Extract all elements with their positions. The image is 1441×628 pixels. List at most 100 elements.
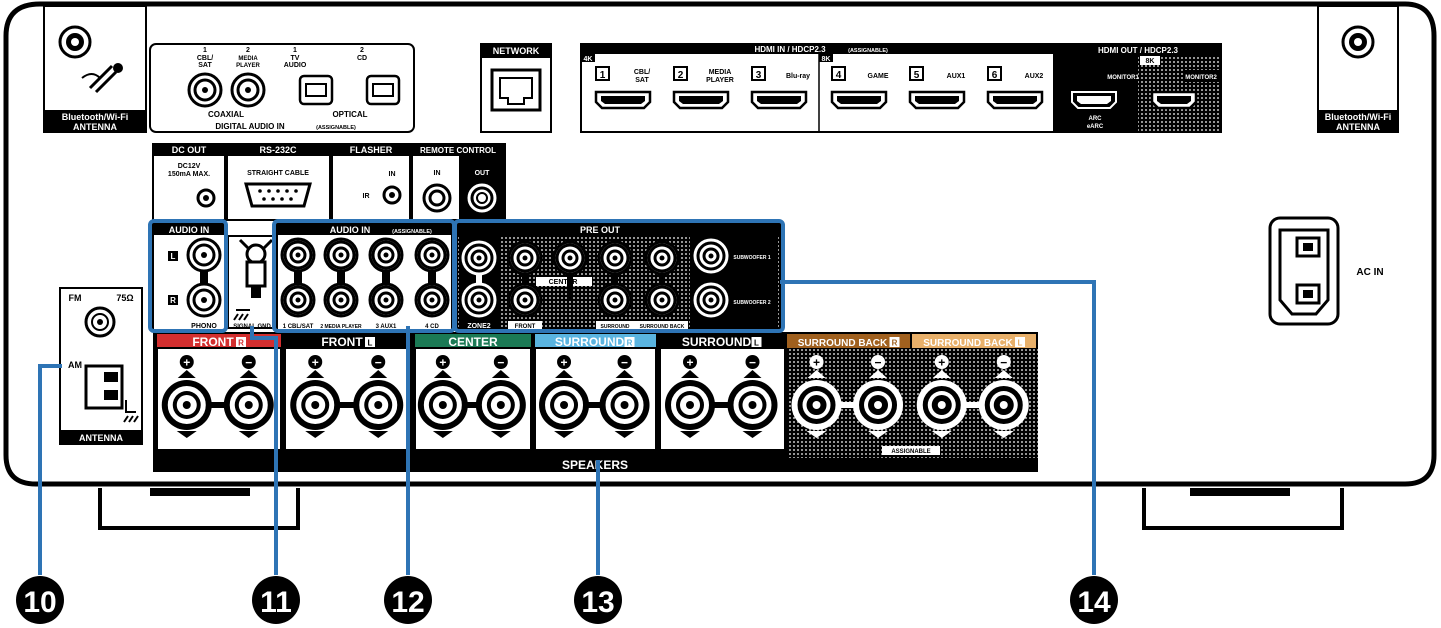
- callout-number-12: 12: [391, 586, 424, 619]
- bt-left-line2: ANTENNA: [73, 122, 117, 132]
- hdmi-in-section: HDMI IN / HDCP2.3 (ASSIGNABLE) 4K 8K: [580, 43, 1055, 133]
- speaker-polarity-4-pos: +: [561, 356, 568, 370]
- pre-out-jack-surround-l: [597, 240, 633, 276]
- audio-in-pair-3: [368, 237, 404, 318]
- speaker-polarity-4-neg: −: [621, 356, 628, 370]
- pre-out-zone2: ZONE2: [467, 323, 490, 330]
- coaxial-label: COAXIAL: [208, 110, 244, 119]
- phono-l: L: [171, 252, 176, 261]
- hdmi-in-title: HDMI IN / HDCP2.3: [754, 45, 826, 54]
- rca-jack-r-1: [280, 282, 316, 318]
- speakers-assignable: ASSIGNABLE: [891, 449, 930, 455]
- assign-label-4: 4 CD: [425, 324, 439, 330]
- pre-out-jack-surround-r: [597, 282, 633, 318]
- network-label: NETWORK: [493, 46, 540, 56]
- dc-out-l1: DC12V: [178, 163, 201, 170]
- speaker-side-6: R: [892, 339, 898, 348]
- speakers-title: SPEAKERS: [562, 458, 628, 472]
- pre-out-jack-surround-back-r: [644, 282, 680, 318]
- callout-10: 10: [16, 576, 64, 624]
- rca-jack-l-4: [414, 237, 450, 273]
- dc-out-l2: 150mA MAX.: [168, 171, 210, 178]
- hdmi-in-name1-6: AUX2: [1025, 73, 1044, 80]
- callout-number-11: 11: [260, 586, 292, 619]
- speaker-polarity-3-pos: +: [439, 356, 446, 370]
- antenna-section: FM 75Ω AM ANTENNA: [59, 287, 143, 445]
- bluetooth-antenna-right: Bluetooth/Wi-Fi ANTENNA: [1317, 5, 1399, 133]
- callout-number-13: 13: [581, 586, 614, 619]
- speaker-polarity-2-neg: −: [375, 356, 382, 370]
- speaker-polarity-5-pos: +: [686, 356, 693, 370]
- rca-jack-l-1: [280, 237, 316, 273]
- speaker-label-6: SURROUND BACK: [798, 338, 888, 349]
- audio-in-assign-title: AUDIO IN: [330, 225, 371, 235]
- rs232c-title: RS-232C: [259, 145, 297, 155]
- pre-out-sub2: SUBWOOFER 2: [733, 300, 770, 306]
- antenna-am: AM: [68, 360, 82, 370]
- speaker-polarity-1-pos: +: [183, 356, 190, 370]
- speaker-polarity-3-neg: −: [497, 356, 504, 370]
- speaker-polarity-5-neg: −: [749, 356, 756, 370]
- monitor2-label: MONITOR2: [1185, 75, 1217, 81]
- coax1-name2: SAT: [198, 62, 212, 69]
- pre-out-jack-zone2-r: [461, 282, 497, 318]
- callout-number-10: 10: [23, 586, 56, 619]
- pre-out-jack-sub2: [693, 282, 729, 318]
- hdmi-out-badge-8k: 8K: [1146, 58, 1155, 65]
- speaker-channel-2: FRONT L+−: [284, 334, 412, 451]
- callout-line-11: [250, 326, 278, 575]
- remote-title: REMOTE CONTROL: [420, 146, 496, 155]
- speaker-channel-6: SURROUND BACK R+−: [787, 334, 910, 438]
- hdmi-in-num-1: 1: [600, 70, 606, 81]
- dc-out-title: DC OUT: [172, 145, 207, 155]
- assign-label-1: 1 CBL/SAT: [283, 324, 314, 330]
- speaker-side-2: L: [368, 339, 373, 348]
- hdmi-in-num-6: 6: [992, 70, 998, 81]
- speaker-label-7: SURROUND BACK: [923, 338, 1013, 349]
- phono-r: R: [170, 296, 176, 305]
- badge-4k: 4K: [584, 56, 593, 63]
- hdmi-in-name1-4: GAME: [868, 73, 889, 80]
- ac-in-inlet: AC IN: [1268, 216, 1384, 326]
- hdmi-in-name1-1: CBL/: [634, 69, 650, 76]
- speaker-side-1: R: [238, 339, 244, 348]
- callout-line-10: [38, 364, 62, 575]
- ac-in-label: AC IN: [1356, 267, 1383, 278]
- hdmi-out-section: HDMI OUT / HDCP2.3 8K MONITOR1 MONITOR2 …: [1055, 43, 1222, 133]
- hdmi-in-num-4: 4: [836, 70, 842, 81]
- speaker-label-2: FRONT: [321, 335, 363, 349]
- pre-out-surround-back: SURROUND BACK: [640, 324, 685, 330]
- callout-lines: [38, 219, 1096, 575]
- network-port: NETWORK: [480, 43, 552, 133]
- flasher-section: FLASHER IN IR: [331, 143, 411, 221]
- hdmi-in-name1-5: AUX1: [947, 73, 966, 80]
- rs232c-sub: STRAIGHT CABLE: [247, 170, 309, 177]
- opt1-num: 1: [293, 47, 297, 54]
- bt-right-line2: ANTENNA: [1336, 122, 1380, 132]
- optical-jack-2: [365, 74, 401, 106]
- hdmi-in-port-3: 3 Blu-ray: [750, 66, 810, 110]
- speaker-polarity-7-pos: +: [938, 356, 945, 370]
- badge-8k: 8K: [822, 56, 831, 63]
- flasher-ir: IR: [363, 193, 370, 200]
- pre-out-jack-front-r: [507, 282, 543, 318]
- pre-out-front: FRONT: [515, 324, 536, 330]
- digital-audio-title: DIGITAL AUDIO IN: [215, 122, 284, 131]
- dc-out-section: DC OUT DC12V 150mA MAX.: [152, 143, 226, 221]
- digital-audio-title-small: (ASSIGNABLE): [316, 125, 356, 131]
- coax2-name1: MEDIA: [238, 56, 258, 62]
- hdmi-in-name1-3: Blu-ray: [786, 73, 810, 80]
- earc-label: eARC: [1087, 124, 1104, 130]
- opt2-num: 2: [360, 47, 364, 54]
- speaker-label-1: FRONT: [192, 335, 234, 349]
- optical-jack-1: [298, 74, 334, 106]
- antenna-ohm: 75Ω: [116, 293, 133, 303]
- assign-label-3: 3 AUX1: [376, 324, 397, 330]
- audio-in-pair-4: [414, 237, 450, 318]
- pre-out-jack-surround-back-l: [644, 240, 680, 276]
- hdmi-in-num-3: 3: [756, 70, 762, 81]
- hdmi-in-title-small: (ASSIGNABLE): [848, 48, 888, 54]
- callout-number-14: 14: [1077, 586, 1111, 619]
